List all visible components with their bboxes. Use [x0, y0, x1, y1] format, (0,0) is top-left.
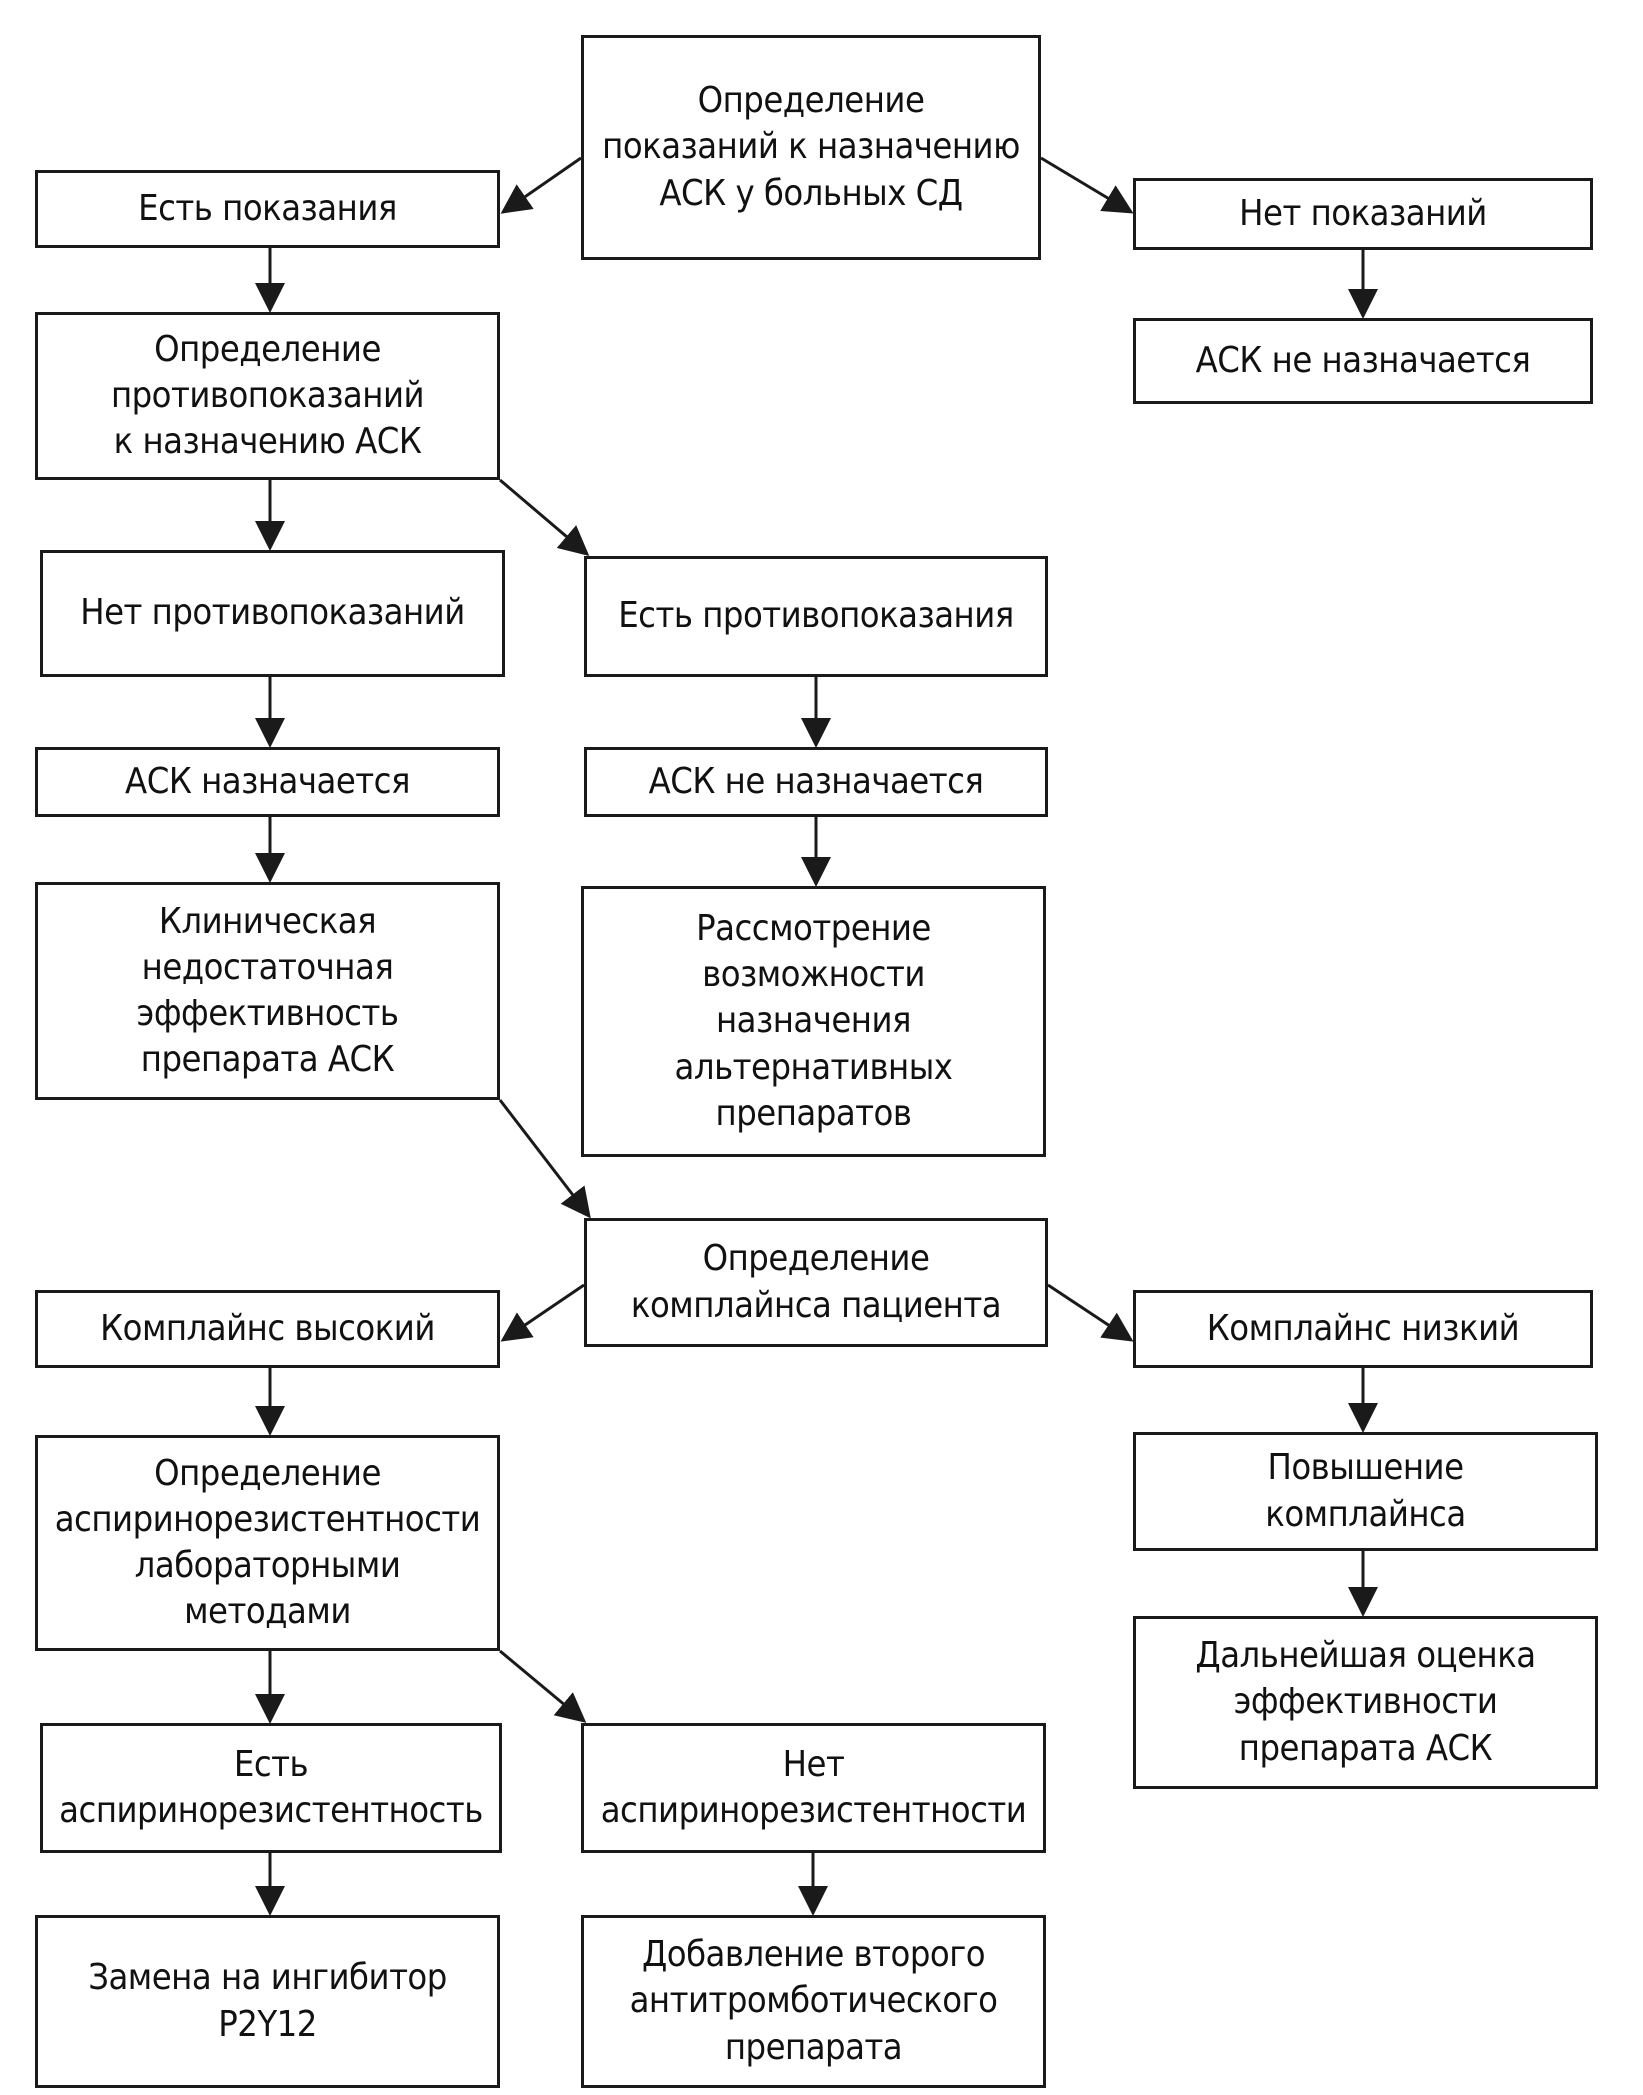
node-clinical-insufficiency: Клиническая недостаточная эффективность …	[35, 882, 500, 1100]
node-compliance-check-label: Определение комплайнса пациента	[630, 1238, 1002, 1326]
node-contraindications-check-label: Определение противопоказаний к назначени…	[110, 328, 425, 463]
node-no-indications: Нет показаний	[1133, 178, 1593, 250]
node-compliance-low: Комплайнс низкий	[1133, 1290, 1593, 1368]
node-indications: Есть показания	[35, 170, 500, 248]
node-alternatives: Рассмотрение возможности назначения альт…	[581, 886, 1046, 1157]
node-root: Определение показаний к назначению АСК у…	[581, 35, 1041, 260]
node-has-contraindications: Есть противопоказания	[584, 556, 1048, 677]
node-no-indications-label: Нет показаний	[1239, 192, 1487, 234]
arrow-compliance-to-low	[1047, 1283, 1134, 1342]
node-has-contraindications-label: Есть противопоказания	[618, 595, 1014, 637]
node-further-assessment-label: Дальнейшая оценка эффективности препарат…	[1195, 1635, 1536, 1769]
node-raise-compliance-label: Повышение комплайнса	[1265, 1447, 1466, 1535]
node-compliance-high: Комплайнс высокий	[35, 1290, 500, 1368]
node-add-second-label: Добавление второго антитромботического п…	[629, 1934, 998, 2068]
node-resistance-no-label: Нет аспиринорезистентности	[600, 1743, 1027, 1831]
node-compliance-high-label: Комплайнс высокий	[100, 1307, 435, 1349]
node-add-second: Добавление второго антитромботического п…	[581, 1915, 1046, 2088]
arrow-root-to-no-indications	[1040, 156, 1134, 214]
node-resistance-yes-label: Есть аспиринорезистентность	[59, 1743, 483, 1831]
node-switch-p2y12: Замена на ингибитор P2Y12	[35, 1915, 500, 2088]
node-indications-label: Есть показания	[138, 187, 397, 229]
node-switch-p2y12-label: Замена на ингибитор P2Y12	[88, 1957, 447, 2045]
node-no-contraindications: Нет противопоказаний	[40, 550, 505, 677]
node-resistance-yes: Есть аспиринорезистентность	[40, 1723, 502, 1853]
node-no-indications-result: АСК не назначается	[1133, 318, 1593, 404]
node-raise-compliance: Повышение комплайнса	[1133, 1432, 1598, 1551]
node-asa-not-prescribed-label: АСК не назначается	[648, 760, 984, 802]
node-asa-prescribed: АСК назначается	[35, 747, 500, 817]
arrow-compliance-to-high	[500, 1283, 585, 1342]
node-alternatives-label: Рассмотрение возможности назначения альт…	[674, 908, 953, 1134]
node-no-indications-result-label: АСК не назначается	[1195, 339, 1531, 381]
node-resistance-no: Нет аспиринорезистентности	[581, 1723, 1046, 1853]
node-contraindications-check: Определение противопоказаний к назначени…	[35, 312, 500, 480]
node-clinical-insufficiency-label: Клиническая недостаточная эффективность …	[136, 900, 399, 1081]
arrow-clinical-to-compliance	[498, 1099, 591, 1219]
arrow-lab-to-no	[499, 1649, 587, 1723]
node-root-label: Определение показаний к назначению АСК у…	[602, 80, 1020, 214]
node-asa-prescribed-label: АСК назначается	[125, 760, 410, 802]
arrow-root-to-indications	[500, 156, 582, 214]
arrow-contra-to-has	[499, 478, 590, 556]
node-lab-resistance-label: Определение аспиринорезистентности лабор…	[54, 1452, 481, 1633]
node-compliance-check: Определение комплайнса пациента	[584, 1218, 1048, 1347]
node-compliance-low-label: Комплайнс низкий	[1206, 1307, 1520, 1349]
node-further-assessment: Дальнейшая оценка эффективности препарат…	[1133, 1616, 1598, 1789]
node-lab-resistance: Определение аспиринорезистентности лабор…	[35, 1435, 500, 1651]
node-asa-not-prescribed: АСК не назначается	[584, 747, 1048, 817]
node-no-contraindications-label: Нет противопоказаний	[80, 592, 465, 634]
